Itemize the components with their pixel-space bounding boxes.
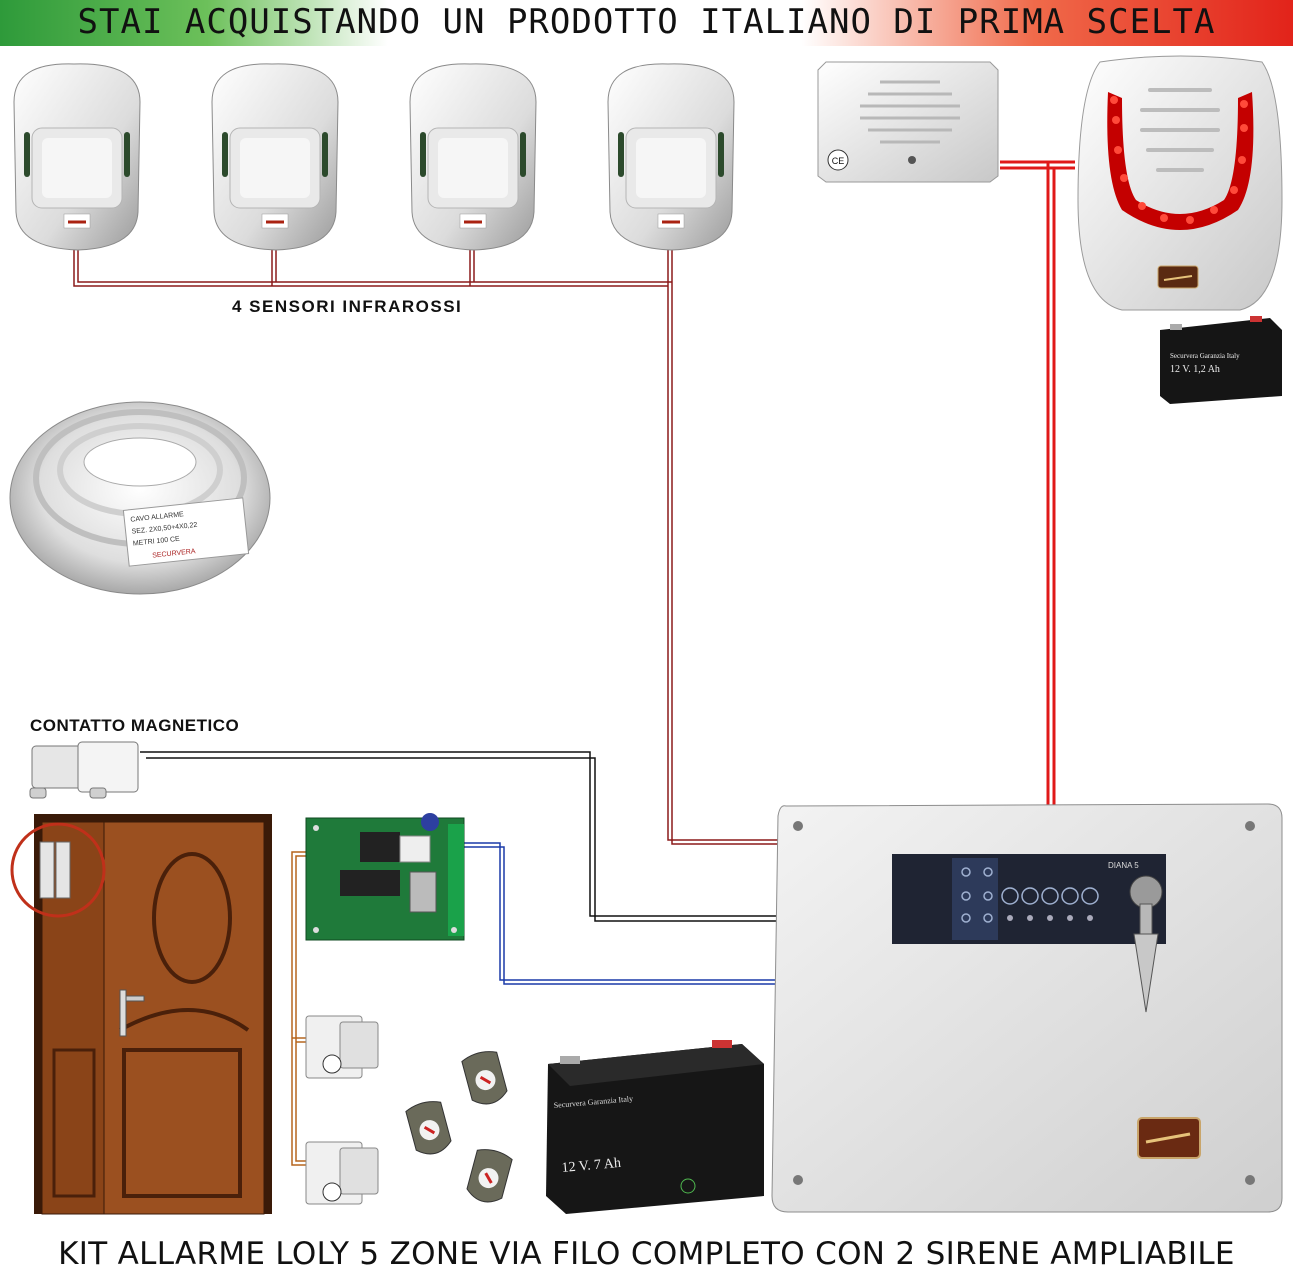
module-wires bbox=[462, 842, 778, 985]
indoor-siren bbox=[817, 61, 999, 183]
cable-label-line-3: METRI 100 CE bbox=[133, 536, 181, 548]
banner-title: STAI ACQUISTANDO UN PRODOTTO ITALIANO DI… bbox=[77, 2, 1216, 42]
pir-sensors bbox=[13, 63, 735, 251]
panel-model-name: DIANA 5 bbox=[1108, 861, 1139, 870]
contact-wires bbox=[140, 751, 778, 922]
sensor-wires bbox=[73, 250, 778, 845]
control-panel bbox=[771, 803, 1283, 1213]
cable-coil bbox=[9, 401, 271, 595]
magnetic-contact-device bbox=[29, 741, 139, 799]
outdoor-siren bbox=[1077, 55, 1283, 311]
italian-flag-banner bbox=[0, 0, 1293, 46]
relay-module bbox=[305, 813, 465, 941]
cable-label-line-4: SECURVERA bbox=[152, 548, 196, 560]
siren-wires bbox=[1000, 160, 1075, 805]
door-wires bbox=[291, 851, 308, 1166]
contact-modules bbox=[305, 1015, 379, 1205]
key-fobs bbox=[405, 1051, 513, 1203]
siren-battery-rating: 12 V. 1,2 Ah bbox=[1170, 364, 1220, 375]
siren-battery-shape bbox=[1160, 316, 1282, 404]
siren-battery-brand: Securvera Garanzia Italy bbox=[1170, 352, 1240, 360]
main-battery-shape bbox=[546, 1040, 764, 1214]
magnetic-contact-label: CONTATTO MAGNETICO bbox=[30, 716, 240, 735]
indoor-siren-ce-mark: CE bbox=[832, 156, 845, 166]
sensors-label: 4 SENSORI INFRAROSSI bbox=[232, 297, 463, 316]
footer-title: KIT ALLARME LOLY 5 ZONE VIA FILO COMPLET… bbox=[58, 1236, 1235, 1272]
door bbox=[10, 814, 272, 1215]
main-battery-rating: 12 V. 7 Ah bbox=[561, 1156, 621, 1176]
